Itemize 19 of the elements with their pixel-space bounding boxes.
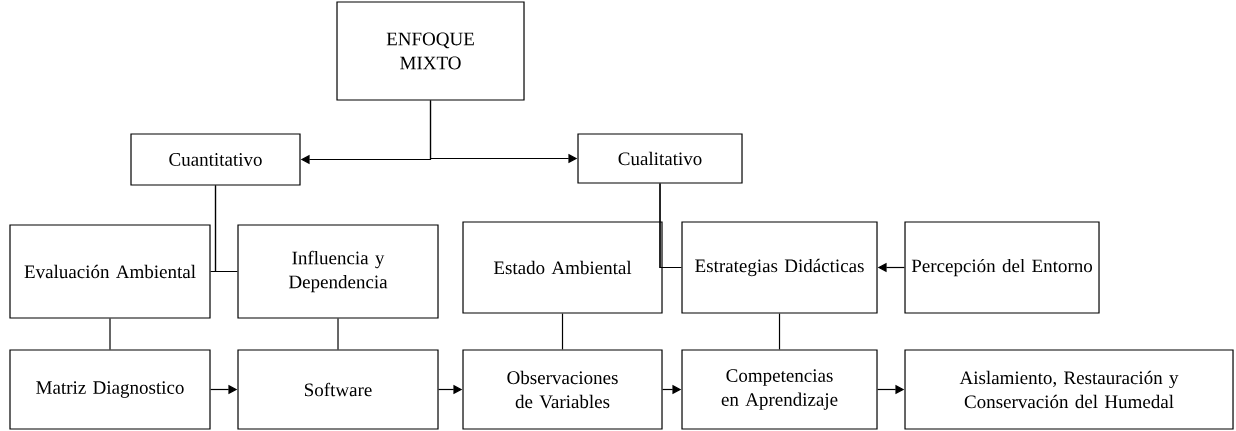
process-box: Estado Ambiental xyxy=(462,221,663,314)
process-box: Percepción del Entorno xyxy=(904,221,1100,314)
process-box: Competencias en Aprendizaje xyxy=(681,349,878,430)
process-box: Observaciones de Variables xyxy=(462,349,663,430)
connector xyxy=(109,318,111,350)
connector xyxy=(659,183,682,269)
process-box: Matriz Diagnostico xyxy=(9,349,211,430)
process-box: Evaluación Ambiental xyxy=(9,224,211,319)
connector xyxy=(214,185,238,273)
process-box: Software xyxy=(237,349,439,430)
connector xyxy=(778,313,781,350)
process-box: Estrategias Didácticas xyxy=(681,221,878,314)
connector xyxy=(337,318,339,350)
process-box: Influencia y Dependencia xyxy=(237,224,439,319)
connector xyxy=(561,313,564,350)
process-box: Cualitativo xyxy=(577,133,743,184)
process-box: Aislamiento, Restauración y Conservación del Humedal xyxy=(904,349,1234,430)
process-box: Cuantitativo xyxy=(130,133,301,186)
title-box: ENFOQUE MIXTO xyxy=(336,1,525,101)
